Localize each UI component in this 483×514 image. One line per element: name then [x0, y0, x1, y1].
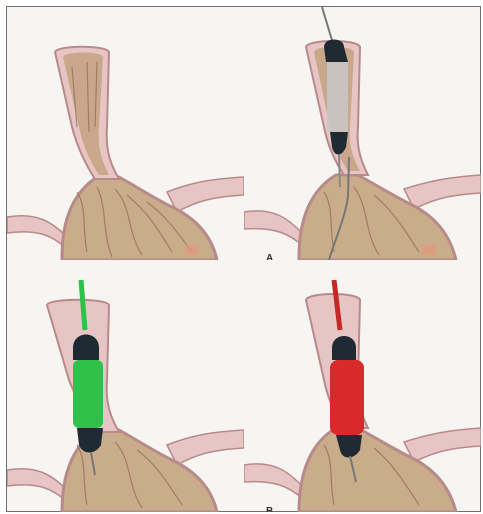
deflated-balloon	[327, 62, 348, 132]
anatomy-illustration	[7, 260, 244, 512]
figure-frame: A	[6, 6, 481, 512]
anatomy-illustration	[7, 7, 244, 260]
right-wall-band	[167, 177, 244, 212]
panel-1	[7, 7, 244, 260]
left-wall-band	[7, 216, 67, 249]
panel-4: B	[244, 260, 481, 512]
panel-label: A	[266, 253, 273, 260]
panel-3	[7, 260, 244, 512]
anatomy-illustration	[244, 7, 481, 260]
panel-label: B	[266, 506, 273, 512]
anatomy-illustration	[244, 260, 481, 512]
panel-2: A	[244, 7, 481, 260]
logo-stamp	[185, 245, 199, 255]
